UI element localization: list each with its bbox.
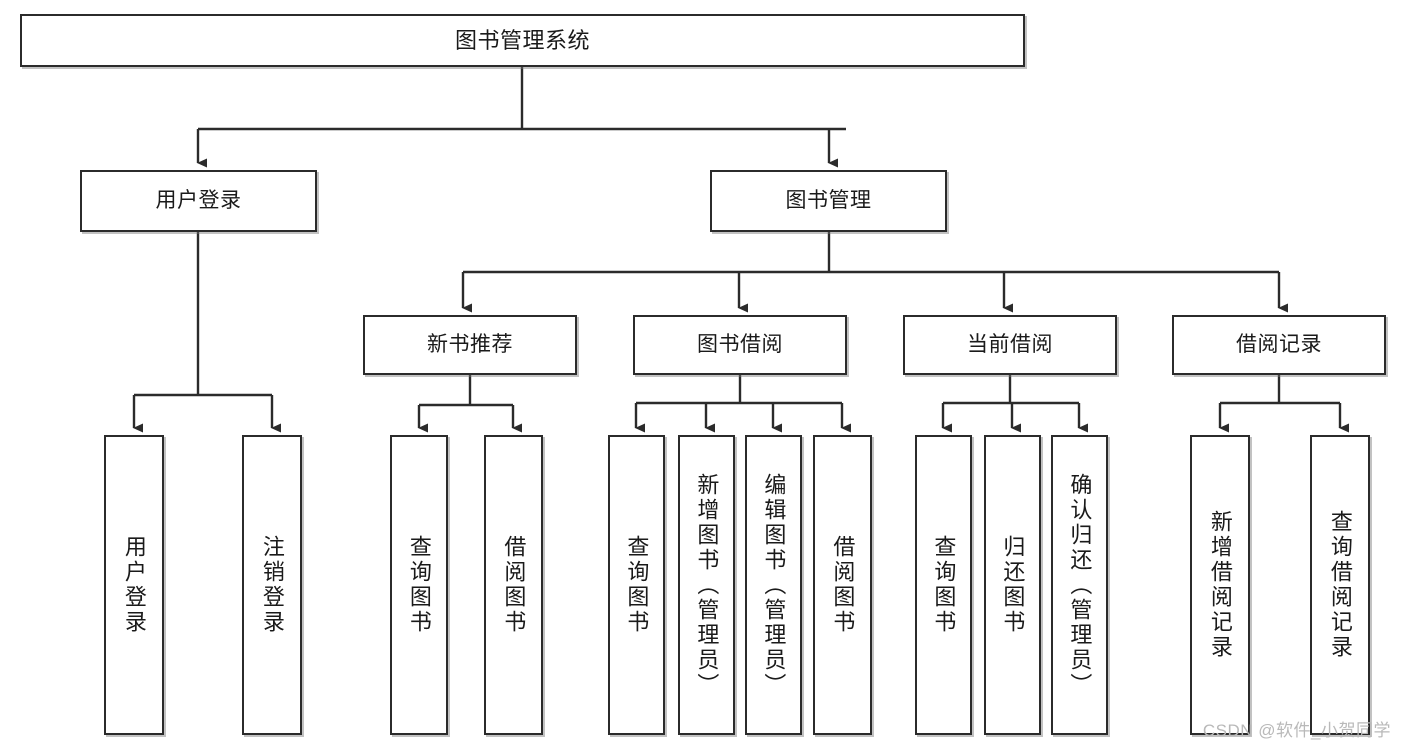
node-leaf-edit-book[interactable]: 编辑图书（管理员） bbox=[745, 435, 802, 735]
node-label: 借阅记录 bbox=[1236, 332, 1322, 356]
node-user-login[interactable]: 用户登录 bbox=[80, 170, 317, 232]
node-leaf-borrow-book-1[interactable]: 借阅图书 bbox=[484, 435, 543, 735]
node-book-borrow[interactable]: 图书借阅 bbox=[633, 315, 847, 375]
node-leaf-query-book-3[interactable]: 查询图书 bbox=[915, 435, 972, 735]
node-label: 归还图书 bbox=[1000, 535, 1026, 635]
node-leaf-borrow-book-2[interactable]: 借阅图书 bbox=[813, 435, 872, 735]
node-leaf-user-logout[interactable]: 注销登录 bbox=[242, 435, 302, 735]
node-label: 图书管理系统 bbox=[454, 27, 590, 53]
node-leaf-add-book[interactable]: 新增图书（管理员） bbox=[678, 435, 735, 735]
node-label: 新增图书（管理员） bbox=[694, 472, 720, 698]
watermark-text: CSDN @软件_小贺同学 bbox=[1202, 721, 1391, 740]
node-label: 借阅图书 bbox=[830, 535, 856, 635]
node-label: 查询借阅记录 bbox=[1327, 510, 1353, 660]
node-label: 查询图书 bbox=[406, 535, 432, 635]
node-label: 用户登录 bbox=[155, 188, 242, 212]
node-label: 确认归还（管理员） bbox=[1067, 472, 1093, 698]
node-label: 用户登录 bbox=[121, 535, 147, 635]
node-label: 当前借阅 bbox=[967, 332, 1053, 356]
node-leaf-return-book[interactable]: 归还图书 bbox=[984, 435, 1041, 735]
node-label: 借阅图书 bbox=[501, 535, 527, 635]
node-leaf-query-record[interactable]: 查询借阅记录 bbox=[1310, 435, 1370, 735]
node-label: 新书推荐 bbox=[427, 332, 513, 356]
node-root[interactable]: 图书管理系统 bbox=[20, 14, 1025, 67]
node-label: 图书借阅 bbox=[697, 332, 783, 356]
node-label: 新增借阅记录 bbox=[1207, 510, 1233, 660]
node-new-book-rec[interactable]: 新书推荐 bbox=[363, 315, 577, 375]
node-leaf-query-book-2[interactable]: 查询图书 bbox=[608, 435, 665, 735]
node-label: 查询图书 bbox=[624, 535, 650, 635]
node-borrow-record[interactable]: 借阅记录 bbox=[1172, 315, 1386, 375]
node-leaf-confirm-return[interactable]: 确认归还（管理员） bbox=[1051, 435, 1108, 735]
node-label: 注销登录 bbox=[259, 535, 285, 635]
node-leaf-add-record[interactable]: 新增借阅记录 bbox=[1190, 435, 1250, 735]
node-book-manage[interactable]: 图书管理 bbox=[710, 170, 947, 232]
node-leaf-query-book-1[interactable]: 查询图书 bbox=[390, 435, 448, 735]
node-label: 图书管理 bbox=[785, 188, 872, 212]
node-current-borrow[interactable]: 当前借阅 bbox=[903, 315, 1117, 375]
node-leaf-user-login[interactable]: 用户登录 bbox=[104, 435, 164, 735]
node-label: 查询图书 bbox=[931, 535, 957, 635]
node-label: 编辑图书（管理员） bbox=[761, 472, 787, 698]
